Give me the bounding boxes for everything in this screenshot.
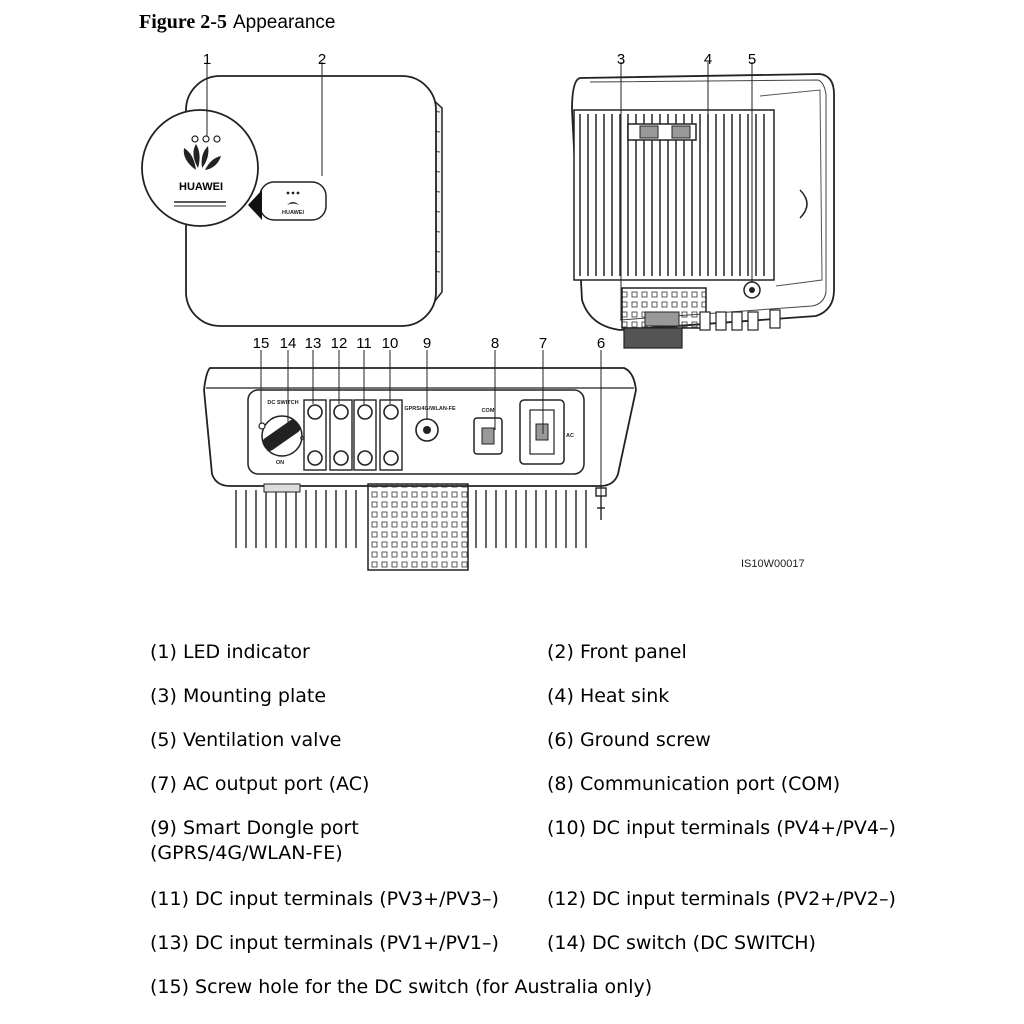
bottom-view: DC SWITCH OFF ON GPRS/4G/WLAN-FE COM AC	[203, 350, 637, 571]
legend-item-12: (12) DC input terminals (PV2+/PV2–)	[547, 888, 896, 910]
dc-switch-on-label: ON	[276, 460, 284, 466]
callout-10: 10	[382, 335, 399, 352]
legend-item-5: (5) Ventilation valve	[150, 729, 342, 751]
front-brand-text: HUAWEI	[282, 210, 304, 216]
legend-item-3: (3) Mounting plate	[150, 685, 327, 707]
callout-11: 11	[356, 335, 372, 352]
callout-1: 1	[203, 51, 211, 68]
dc-switch-label: DC SWITCH	[267, 400, 298, 406]
legend-item-4: (4) Heat sink	[547, 685, 670, 707]
callout-9: 9	[423, 335, 431, 352]
callout-numbers: 1 2 3 4 5 15 14 13 12 11 10 9 8 7 6	[203, 51, 756, 352]
legend-item-9: (9) Smart Dongle port (GPRS/4G/WLAN-FE)	[150, 817, 359, 864]
legend-item-8: (8) Communication port (COM)	[547, 773, 841, 795]
dc-switch-screw-hole	[258, 422, 266, 430]
zoom-brand-text: HUAWEI	[179, 181, 223, 193]
rear-view	[571, 62, 835, 349]
legend-item-1: (1) LED indicator	[150, 641, 310, 663]
callout-5: 5	[748, 51, 756, 68]
huawei-logo-icon	[183, 144, 221, 170]
legend-item-6: (6) Ground screw	[547, 729, 711, 751]
callout-15: 15	[253, 335, 270, 352]
figure-name: Appearance	[233, 12, 336, 33]
figure-number: Figure 2-5	[139, 11, 227, 33]
bottom-mounting-plate	[367, 483, 469, 571]
callout-12: 12	[331, 335, 348, 352]
inverter-diagram: HUAWEI HUAWEI	[141, 51, 835, 571]
legend-item-14: (14) DC switch (DC SWITCH)	[547, 932, 816, 954]
dongle-port-label: GPRS/4G/WLAN-FE	[404, 406, 456, 412]
legend-item-7: (7) AC output port (AC)	[150, 773, 370, 795]
callout-2: 2	[318, 51, 326, 68]
callout-4: 4	[704, 51, 712, 68]
front-view: HUAWEI HUAWEI	[141, 62, 443, 327]
callout-7: 7	[539, 335, 547, 352]
callout-13: 13	[305, 335, 322, 352]
legend-item-10: (10) DC input terminals (PV4+/PV4–)	[547, 817, 896, 839]
com-port-label: COM	[482, 408, 495, 414]
led-indicator	[202, 135, 210, 143]
callout-6: 6	[597, 335, 605, 352]
ac-port-label: AC	[566, 433, 574, 439]
drawing-id: IS10W00017	[741, 558, 805, 570]
legend-item-13: (13) DC input terminals (PV1+/PV1–)	[150, 932, 499, 954]
legend-item-2: (2) Front panel	[547, 641, 687, 663]
figure-title: Figure 2-5 Appearance	[139, 11, 335, 34]
callout-3: 3	[617, 51, 625, 68]
legend-item-11: (11) DC input terminals (PV3+/PV3–)	[150, 888, 499, 910]
legend-item-15: (15) Screw hole for the DC switch (for A…	[150, 976, 653, 998]
callout-14: 14	[280, 335, 297, 352]
led-zoom-circle	[141, 109, 259, 227]
callout-8: 8	[491, 335, 499, 352]
